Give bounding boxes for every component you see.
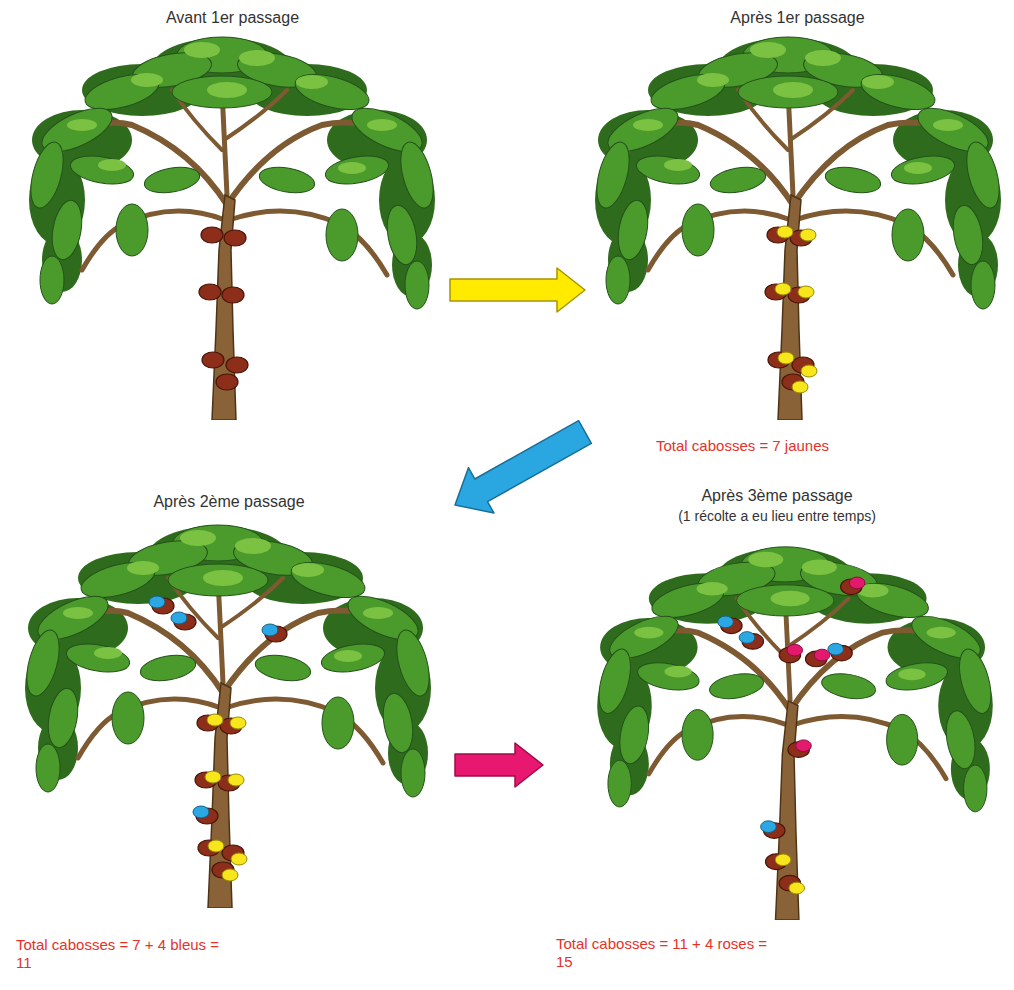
panel-heading: Après 3ème passage xyxy=(550,486,1004,506)
pod-total: Total cabosses = 7 jaunes xyxy=(656,437,1003,456)
pink-marks xyxy=(787,577,865,752)
cacao-pods xyxy=(152,598,287,878)
blue-marks xyxy=(718,616,844,832)
tree-panel: Après 3ème passage (1 récolte a eu lieu e… xyxy=(548,482,1006,982)
tree-panel: Après 1er passageTotal cabosses = 7 jaun… xyxy=(590,4,1005,466)
cacao-tree xyxy=(591,37,1006,420)
flow-arrow xyxy=(455,743,543,787)
panel-heading: Avant 1er passage xyxy=(22,8,443,28)
yellow-marks xyxy=(775,226,817,393)
panel-heading: Après 2ème passage xyxy=(10,492,448,512)
harvest-note: (1 récolte a eu lieu entre temps) xyxy=(550,508,1004,526)
cacao-tree xyxy=(25,37,440,420)
flow-arrow xyxy=(455,421,591,513)
yellow-marks xyxy=(205,714,247,881)
flow-arrow xyxy=(450,268,585,312)
yellow-marks xyxy=(775,854,804,894)
tree-panel: Après 2ème passageTotal cabosses = 7 + 4… xyxy=(8,488,450,983)
panel-heading: Après 1er passage xyxy=(592,8,1003,28)
blue-marks xyxy=(149,596,278,818)
cacao-pods xyxy=(721,579,862,891)
cacao-pods xyxy=(199,227,248,390)
pod-total: Total cabosses = 11 + 4 roses = 15 xyxy=(556,935,781,973)
pod-total: Total cabosses = 7 + 4 bleus = 11 xyxy=(16,936,231,974)
tree-panel: Avant 1er passage xyxy=(20,4,445,414)
cacao-tree xyxy=(21,525,436,908)
cacao-tree xyxy=(593,547,997,920)
